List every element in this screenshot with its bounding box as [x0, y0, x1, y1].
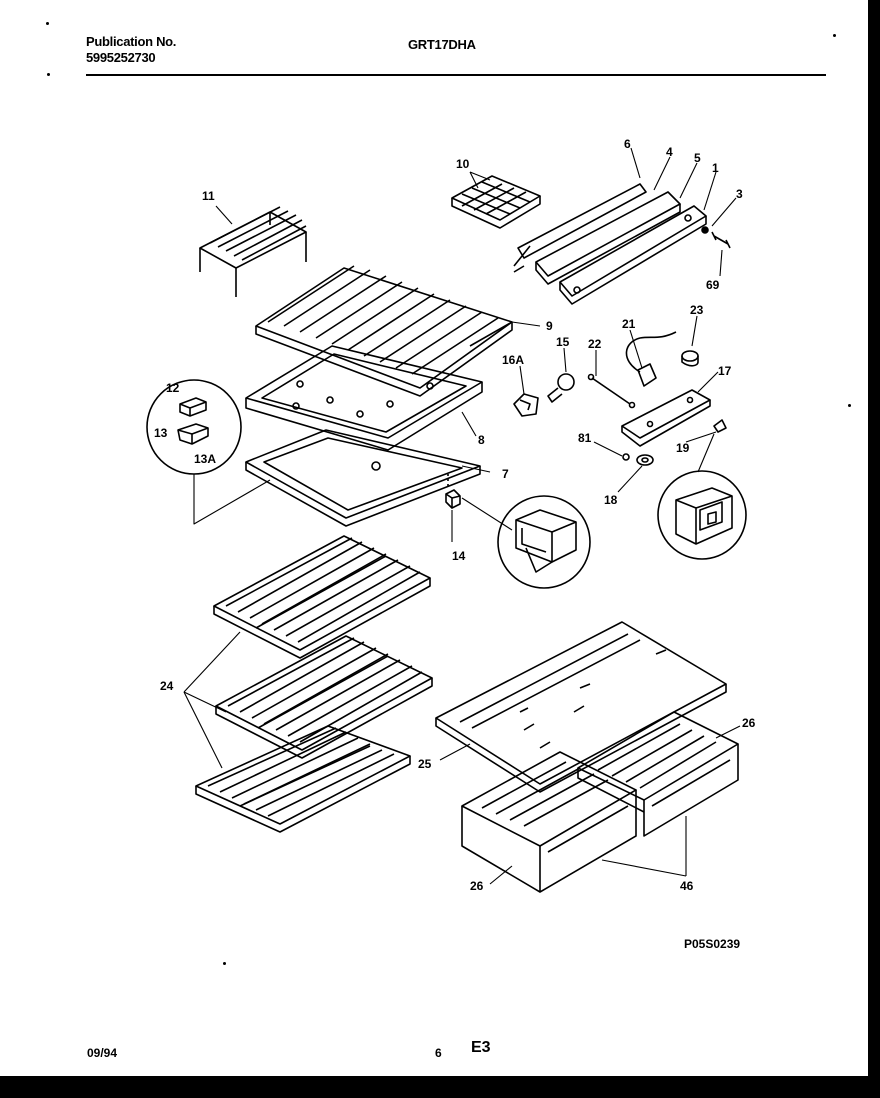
callout-21: 21	[622, 317, 636, 331]
detail-circle-switch	[657, 470, 747, 560]
callout-25: 25	[418, 757, 432, 771]
callout-7: 7	[502, 467, 509, 481]
header-rule	[86, 74, 826, 76]
callout-1: 1	[712, 161, 719, 175]
callout-24: 24	[160, 679, 174, 693]
lamp-socket-part	[513, 393, 539, 417]
diagram-code: P05S0239	[684, 937, 741, 951]
callout-6: 6	[624, 137, 631, 151]
leader-lines	[183, 147, 741, 885]
glass-shelf-part	[255, 265, 513, 397]
knob-part	[681, 350, 699, 367]
callout-9: 9	[546, 319, 553, 333]
callout-46: 46	[680, 879, 694, 893]
bracket-part	[445, 474, 461, 509]
callout-11: 11	[202, 189, 215, 203]
wire-shelf-middle	[215, 635, 433, 759]
scan-border-right	[868, 0, 880, 1098]
model-number: GRT17DHA	[408, 37, 476, 52]
callout-81: 81	[578, 431, 592, 445]
light-housing-part	[621, 389, 711, 447]
callout-13A: 13A	[194, 452, 216, 466]
washer-parts	[622, 453, 654, 466]
callout-22: 22	[588, 337, 602, 351]
callout-10: 10	[456, 157, 470, 171]
publication-label: Publication No.	[86, 34, 177, 49]
callout-12: 12	[166, 381, 180, 395]
screw-parts	[701, 226, 731, 249]
trim-bar-parts	[513, 183, 707, 305]
scan-speck	[833, 34, 836, 37]
rod-part	[587, 373, 636, 409]
callout-5: 5	[694, 151, 701, 165]
lower-frame-part	[245, 429, 481, 527]
crisper-drawer-left	[461, 751, 637, 893]
clip-part	[713, 419, 727, 433]
callout-17: 17	[718, 364, 732, 378]
callout-26-left: 26	[470, 879, 484, 893]
crisper-drawer-right	[577, 711, 739, 837]
callout-19: 19	[676, 441, 690, 455]
callout-3: 3	[736, 187, 743, 201]
scan-speck	[47, 73, 50, 76]
callout-26-right: 26	[742, 716, 756, 730]
wire-shelf-bottom	[195, 725, 411, 833]
callout-8: 8	[478, 433, 485, 447]
callout-23: 23	[690, 303, 704, 317]
light-bulb-part	[547, 373, 575, 403]
scan-border-bottom	[0, 1076, 880, 1098]
publication-number: 5995252730	[86, 50, 156, 65]
footer-date: 09/94	[87, 1046, 118, 1060]
shelf-frame-part	[245, 345, 483, 451]
callout-15: 15	[556, 335, 570, 349]
footer-section-code: E3	[471, 1039, 491, 1056]
footer-page-number: 6	[435, 1046, 442, 1060]
callout-69: 69	[706, 278, 720, 292]
callout-13: 13	[154, 426, 168, 440]
wire-rack-part	[199, 206, 307, 297]
callout-4: 4	[666, 145, 673, 159]
callout-18: 18	[604, 493, 618, 507]
callout-16A: 16A	[502, 353, 524, 367]
detail-circle-bracket	[497, 495, 591, 589]
scan-speck	[848, 404, 851, 407]
switch-part	[625, 331, 677, 387]
scan-speck	[223, 962, 226, 965]
scan-speck	[46, 22, 49, 25]
crisper-cover-part	[435, 621, 727, 793]
wire-shelf-top	[213, 535, 431, 659]
callout-14: 14	[452, 549, 466, 563]
egg-tray-part	[451, 175, 541, 229]
